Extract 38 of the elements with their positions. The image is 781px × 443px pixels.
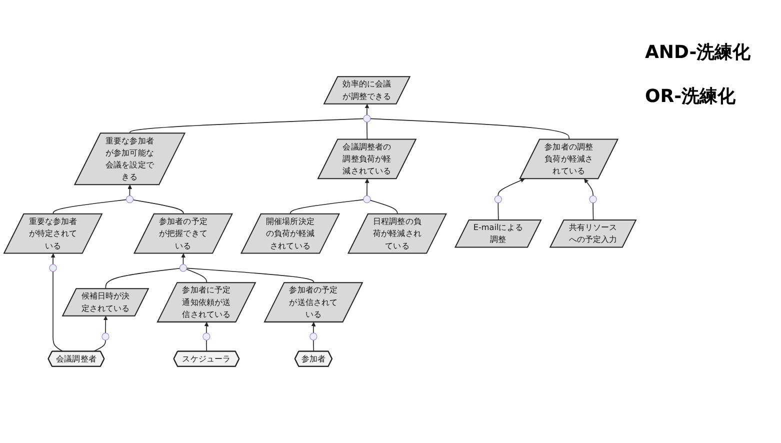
connector — [206, 340, 208, 352]
connector — [366, 122, 368, 140]
refinement-label: AND-洗練化 — [645, 41, 751, 64]
connector — [105, 268, 180, 290]
connector — [370, 200, 398, 215]
connector — [592, 202, 594, 221]
connector — [132, 199, 184, 215]
arrow — [50, 253, 56, 265]
node-circle — [310, 332, 318, 340]
node-circle — [49, 264, 57, 272]
connector — [186, 268, 208, 284]
node-circle — [589, 196, 597, 204]
node-circle — [126, 196, 134, 204]
node-circle — [179, 264, 187, 272]
connector — [186, 268, 314, 284]
arrow — [128, 184, 132, 196]
arrow — [498, 178, 525, 196]
arrow — [584, 178, 594, 196]
arrow — [103, 316, 108, 334]
arrow — [364, 104, 370, 116]
connector — [290, 199, 364, 215]
connector — [498, 202, 499, 221]
node-circle — [363, 196, 371, 204]
connector — [130, 118, 364, 134]
connector — [92, 340, 106, 352]
node-circle — [202, 332, 210, 340]
arrow — [364, 178, 370, 196]
connector — [313, 340, 314, 352]
connector — [52, 271, 64, 352]
node-circle — [102, 332, 110, 340]
refinement-label: OR-洗練化 — [645, 85, 736, 108]
arrow — [204, 322, 209, 334]
connector — [52, 199, 127, 215]
node-circle — [494, 196, 502, 204]
arrow — [181, 253, 186, 265]
connector — [370, 118, 570, 140]
node-circle — [363, 114, 371, 122]
arrow — [311, 322, 316, 334]
